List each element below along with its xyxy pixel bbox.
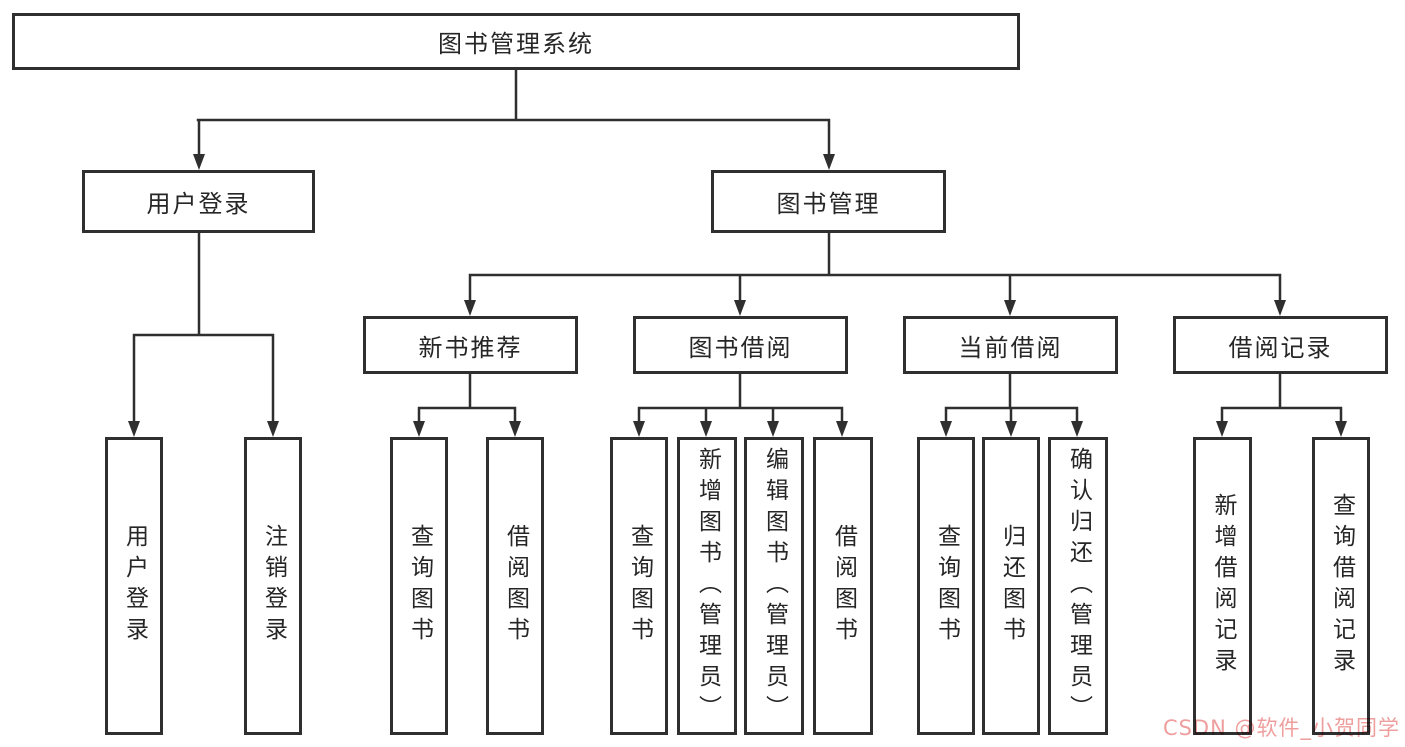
node-label: 查询图书: [406, 524, 433, 648]
connector-borrow-records-branch: [1220, 372, 1343, 425]
node-label: 借阅图书: [830, 524, 857, 648]
node-label: 新增图书（管理员）: [694, 446, 721, 726]
connector-user-login-branch: [132, 231, 275, 425]
node-label: 借阅图书: [502, 524, 529, 648]
connector-new-book-branch: [417, 372, 517, 425]
node-query-books-current: 查询图书: [917, 437, 975, 735]
node-label: 归还图书: [998, 524, 1025, 648]
csdn-watermark: CSDN @软件_小贺同学: [1162, 716, 1400, 740]
arrowheads: [128, 154, 1347, 437]
node-label: 新书推荐: [418, 333, 523, 362]
connector-current-borrow-branch: [944, 372, 1079, 425]
node-label: 用户登录: [121, 524, 148, 648]
node-borrow-books-borrowing: 借阅图书: [813, 437, 873, 735]
node-label: 查询借阅记录: [1328, 493, 1355, 679]
node-add-books-admin: 新增图书（管理员）: [677, 437, 737, 735]
node-label: 图书借阅: [688, 333, 793, 362]
node-query-borrow-record: 查询借阅记录: [1312, 437, 1370, 735]
node-label: 图书管理: [776, 190, 881, 218]
node-label: 查询图书: [933, 524, 960, 648]
node-confirm-return-admin: 确认归还（管理员）: [1048, 437, 1108, 735]
node-query-books-borrowing: 查询图书: [610, 437, 668, 735]
node-label: 图书管理系统: [438, 30, 594, 58]
node-library-management-system: 图书管理系统: [12, 13, 1020, 70]
node-borrowing-records: 借阅记录: [1173, 316, 1388, 374]
node-label: 编辑图书（管理员）: [761, 446, 788, 726]
node-label: 注销登录: [260, 524, 287, 648]
node-user-login-action: 用户登录: [105, 437, 163, 735]
node-label: 新增借阅记录: [1210, 493, 1236, 679]
node-current-borrowing: 当前借阅: [903, 316, 1118, 374]
node-label: 查询图书: [626, 524, 653, 648]
node-book-borrowing: 图书借阅: [633, 316, 848, 374]
node-new-book-recommend: 新书推荐: [363, 316, 578, 374]
node-book-management: 图书管理: [711, 170, 946, 233]
connector-book-management-branch: [468, 231, 1282, 304]
node-borrow-books-recommend: 借阅图书: [486, 437, 544, 735]
connector-root-to-level2: [196, 68, 831, 158]
node-add-borrow-record: 新增借阅记录: [1193, 437, 1252, 735]
node-edit-books-admin: 编辑图书（管理员）: [744, 437, 804, 735]
node-logout-action: 注销登录: [244, 437, 302, 735]
connector-book-borrow-branch: [637, 372, 844, 425]
node-label: 当前借阅: [958, 333, 1063, 362]
node-label: 用户登录: [146, 190, 251, 218]
node-label: 确认归还（管理员）: [1065, 446, 1092, 726]
node-label: 借阅记录: [1228, 333, 1333, 362]
node-return-books: 归还图书: [982, 437, 1040, 735]
node-query-books-recommend: 查询图书: [390, 437, 448, 735]
node-user-login: 用户登录: [82, 170, 315, 233]
